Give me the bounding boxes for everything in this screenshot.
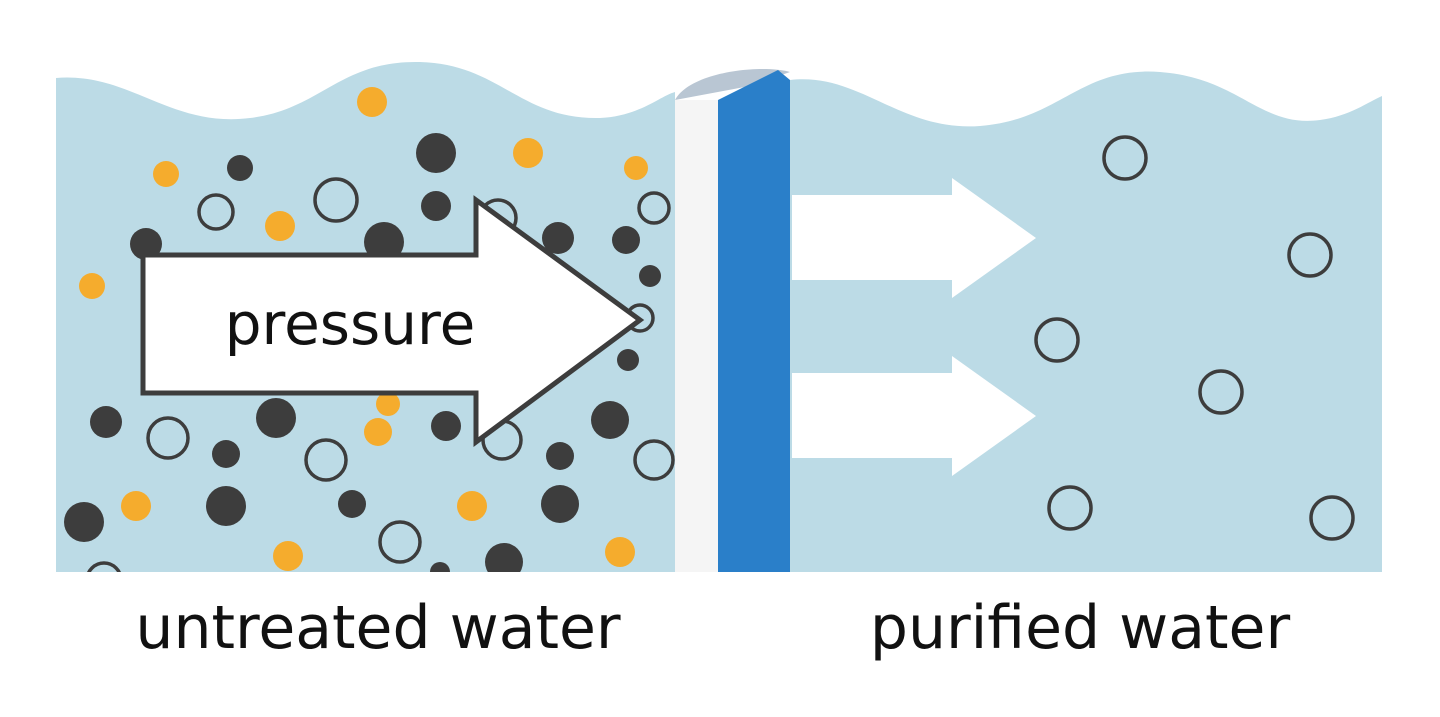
contaminant-dark-particle [227, 155, 253, 181]
contaminant-orange-particle [457, 491, 487, 521]
pressure-label: pressure [225, 290, 476, 358]
water-molecule-particle [87, 561, 121, 572]
contaminant-dark-particle [364, 222, 404, 262]
water-molecule-particle [633, 439, 675, 481]
untreated-particles-group [64, 87, 675, 572]
contaminant-dark-particle [430, 562, 450, 572]
contaminant-dark-particle [338, 490, 366, 518]
water-molecule-particle [304, 438, 348, 482]
water-molecule-particle [1047, 485, 1093, 531]
flow-arrow-upper [792, 178, 1036, 298]
contaminant-dark-particle [541, 485, 579, 523]
contaminant-dark-particle [206, 486, 246, 526]
contaminant-dark-particle [431, 411, 461, 441]
contaminant-dark-particle [546, 442, 574, 470]
contaminant-dark-particle [542, 222, 574, 254]
pressure-arrow [140, 195, 645, 447]
contaminant-orange-particle [357, 87, 387, 117]
contaminant-orange-particle [605, 537, 635, 567]
water-molecule-particle [1287, 232, 1333, 278]
water-molecule-particle [637, 191, 671, 225]
water-molecule-particle [1198, 369, 1244, 415]
contaminant-dark-particle [90, 406, 122, 438]
contaminant-dark-particle [416, 133, 456, 173]
contaminant-orange-particle [273, 541, 303, 571]
purified-water-label: purified water [870, 593, 1291, 663]
water-molecule-particle [197, 193, 235, 231]
contaminant-dark-particle [212, 440, 240, 468]
contaminant-dark-particle [421, 191, 451, 221]
flow-arrow-lower [792, 356, 1036, 476]
water-molecule-particle [1102, 135, 1148, 181]
contaminant-orange-particle [153, 161, 179, 187]
contaminant-orange-particle [364, 418, 392, 446]
contaminant-dark-particle [64, 502, 104, 542]
contaminant-dark-particle [130, 228, 162, 260]
contaminant-orange-particle [121, 491, 151, 521]
water-molecule-particle [1034, 317, 1080, 363]
membrane [675, 69, 790, 572]
contaminant-orange-particle [79, 273, 105, 299]
membrane-top-cap [675, 69, 790, 100]
water-molecule-particle [146, 416, 190, 460]
water-molecule-particle [378, 520, 422, 564]
contaminant-dark-particle [485, 543, 523, 572]
contaminant-dark-particle [617, 349, 639, 371]
contaminant-orange-particle [513, 138, 543, 168]
purified-particles-group [1034, 135, 1355, 541]
contaminant-orange-particle [624, 156, 648, 180]
contaminant-dark-particle [591, 401, 629, 439]
contaminant-dark-particle [612, 226, 640, 254]
water-molecule-particle [313, 177, 359, 223]
water-molecule-particle [1309, 495, 1355, 541]
contaminant-orange-particle [376, 392, 400, 416]
contaminant-dark-particle [639, 265, 661, 287]
membrane-blue-layer [718, 70, 790, 572]
contaminant-dark-particle [256, 398, 296, 438]
untreated-water-label: untreated water [135, 593, 620, 663]
membrane-support-layer [675, 100, 718, 572]
contaminant-orange-particle [265, 211, 295, 241]
